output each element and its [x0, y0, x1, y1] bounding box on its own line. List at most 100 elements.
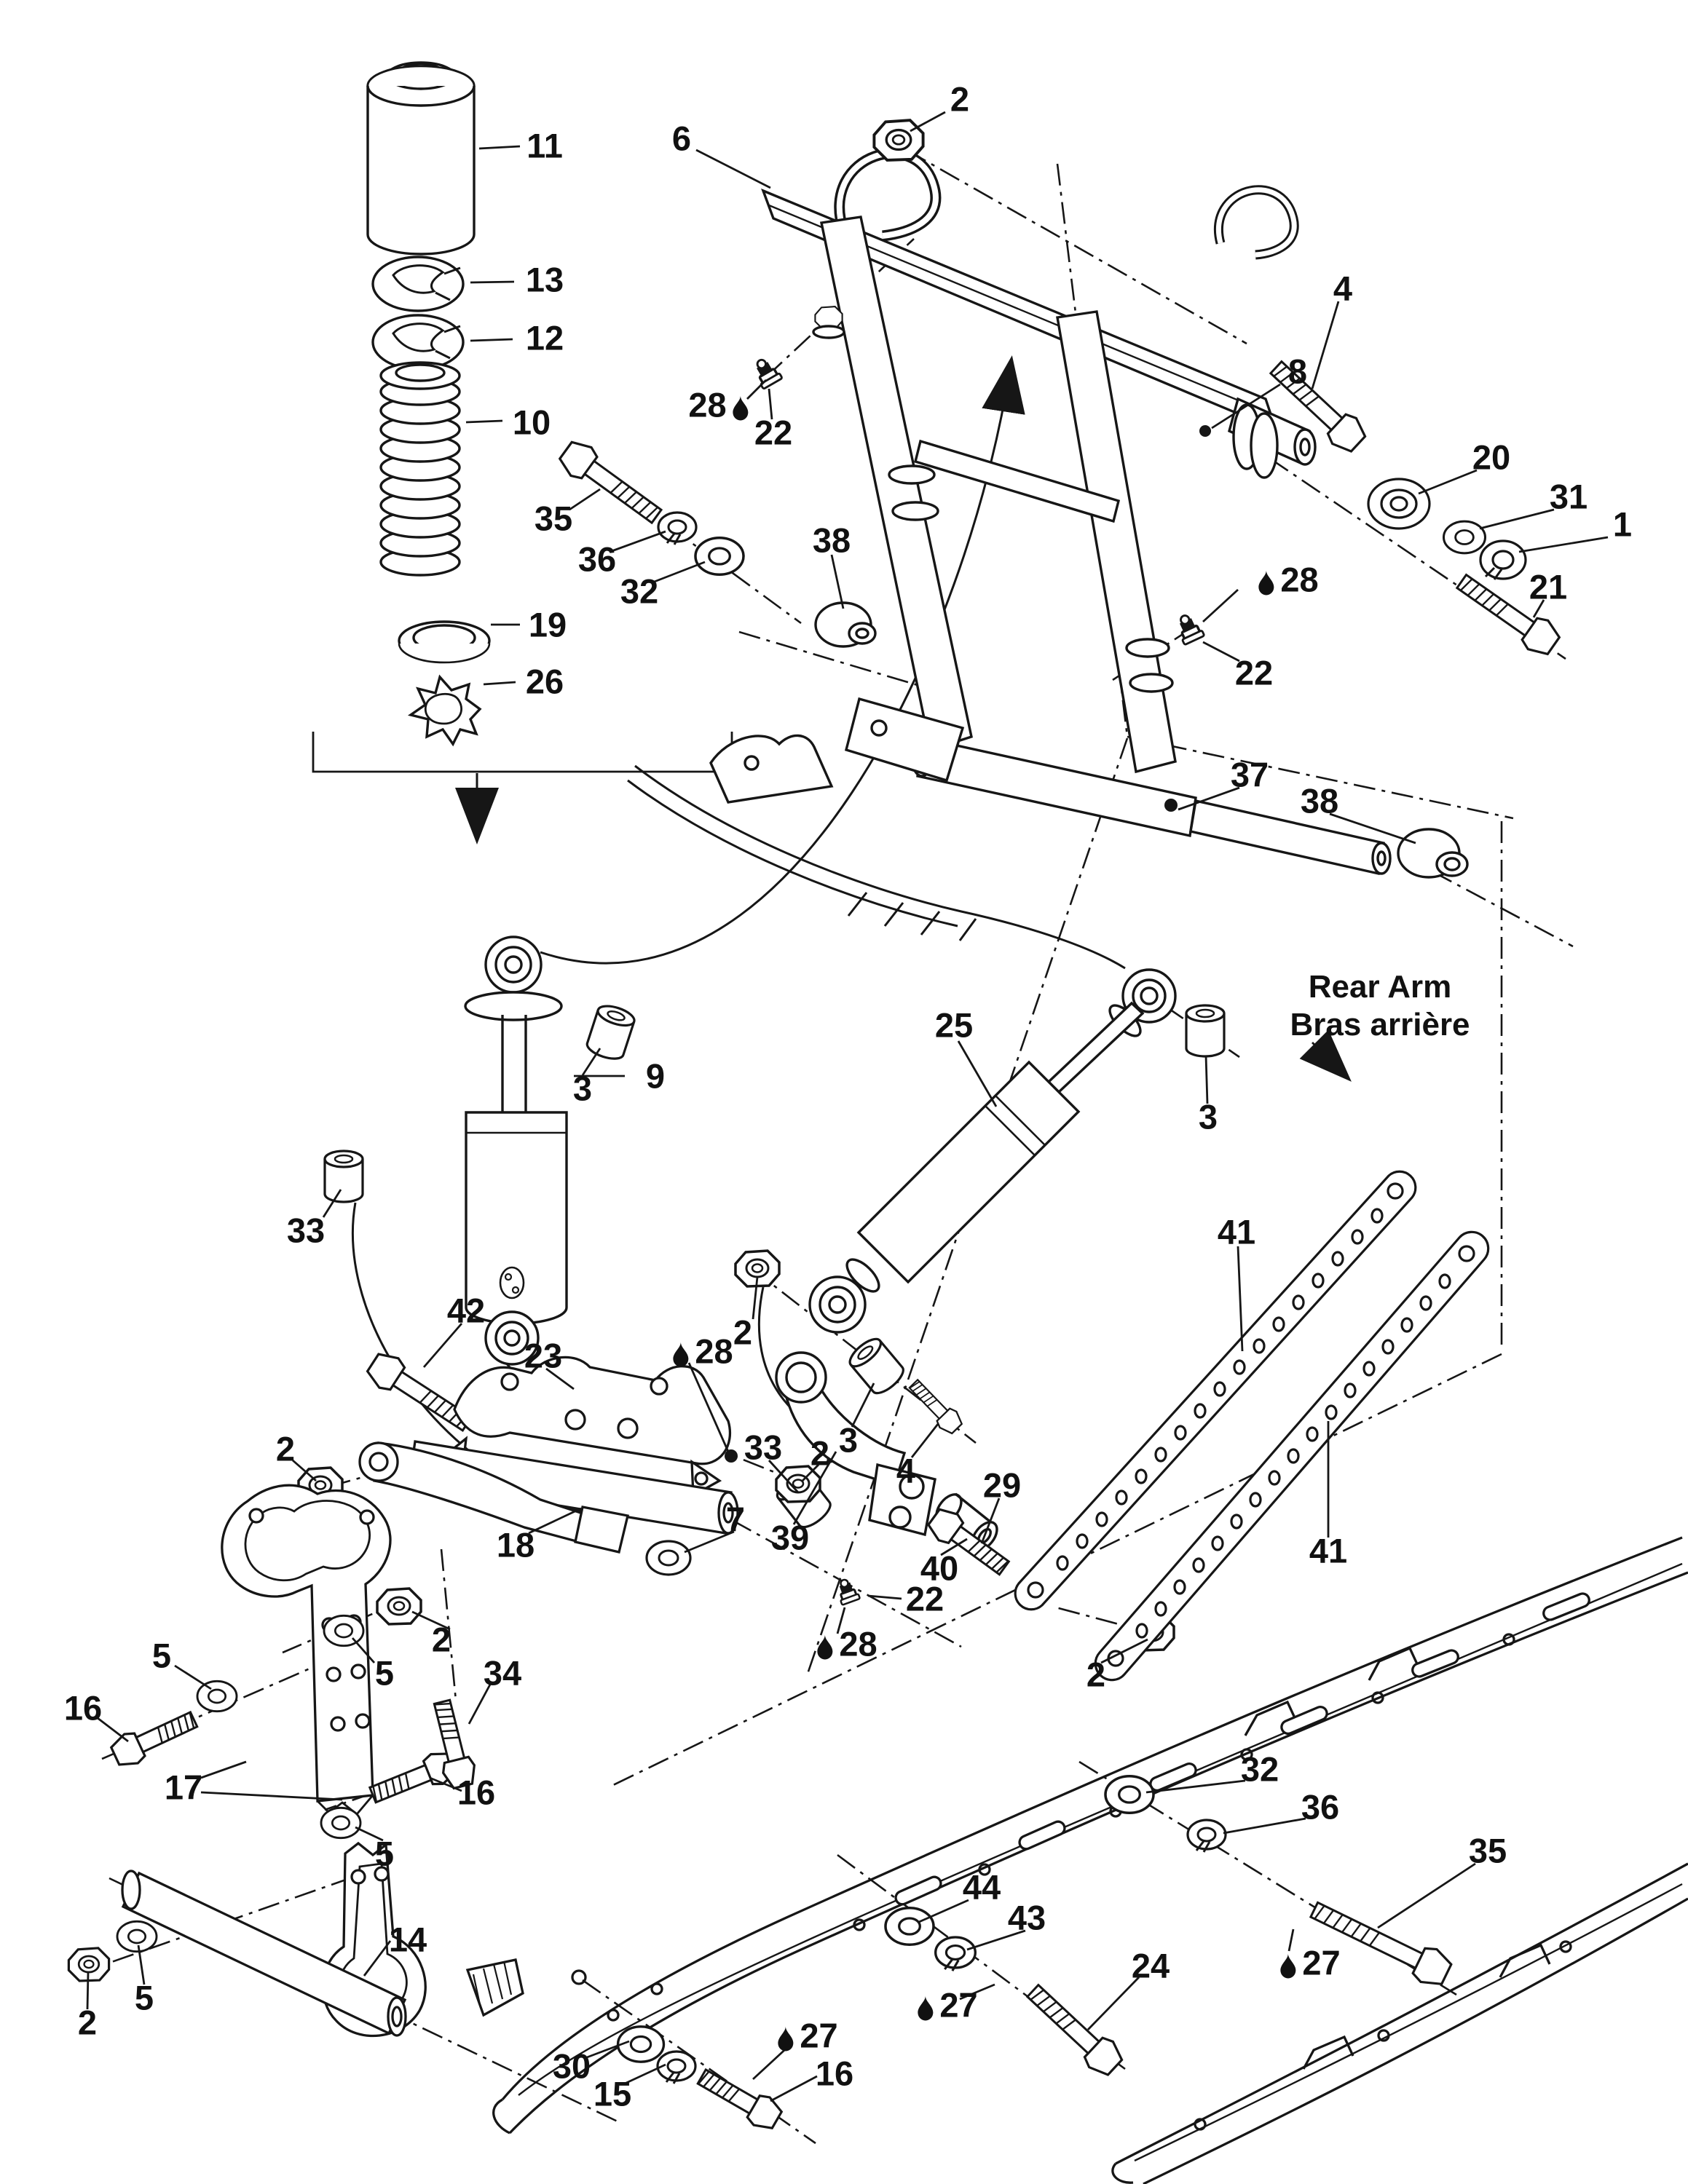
part-callout-16-53: 16: [457, 1776, 495, 1810]
part-number: 2: [431, 1620, 451, 1659]
part-callout-19-4: 19: [529, 608, 567, 642]
part-callout-2-48: 2: [432, 1623, 451, 1657]
cross-tube-14: [121, 1870, 407, 2037]
part-callout-34-58: 34: [484, 1656, 521, 1690]
oil-droplet-icon: [1256, 566, 1276, 595]
part-number: 22: [905, 1579, 944, 1618]
region-note: Rear Arm Bras arrière: [1290, 968, 1470, 1044]
part-callout-38-23: 38: [1301, 784, 1338, 818]
part-number: 25: [934, 1005, 974, 1045]
part-callout-36-68: 36: [1301, 1790, 1339, 1824]
part-callout-22-17: 22: [1235, 656, 1273, 690]
part-number: 43: [1007, 1898, 1046, 1937]
part-number: 5: [134, 1978, 154, 2017]
part-callout-22-9: 22: [754, 416, 792, 450]
part-callout-31-13: 31: [1550, 480, 1588, 514]
part-callout-2-57: 2: [78, 2006, 97, 2040]
part-number: 28: [695, 1332, 733, 1371]
part-number: 3: [1198, 1097, 1218, 1136]
part-callout-36-19: 36: [578, 542, 616, 577]
part-number: 28: [1280, 560, 1319, 599]
part-number: 10: [512, 403, 551, 442]
lock-washer-1: [1479, 539, 1527, 580]
part-number: 11: [526, 126, 563, 165]
part-number: 33: [286, 1211, 326, 1250]
pivot-arm-18: [358, 1440, 739, 1576]
part-callout-2-7: 2: [950, 82, 969, 116]
part-number: 36: [1301, 1787, 1340, 1827]
part-callout-11-0: 11: [526, 129, 563, 163]
oil-droplet-icon: [731, 392, 751, 420]
part-callout-30-59: 30: [553, 2049, 591, 2084]
part-callout-28-8: 28: [688, 388, 750, 422]
mount-bracket: [709, 734, 834, 804]
top-right-fasteners: [554, 119, 1565, 662]
part-number: 32: [1240, 1749, 1279, 1789]
oil-droplet-icon: [1278, 1950, 1298, 1978]
part-number: 41: [1217, 1212, 1256, 1251]
part-number: 38: [1300, 781, 1339, 820]
part-callout-4-10: 4: [1333, 272, 1352, 306]
part-callout-32-67: 32: [1241, 1752, 1279, 1787]
link-rocker-39: [772, 1351, 1175, 1652]
part-number: 40: [920, 1548, 959, 1588]
part-number: 38: [812, 521, 851, 560]
part-number: 27: [800, 2016, 838, 2055]
part-number: 2: [1086, 1655, 1106, 1694]
region-note-fr: Bras arrière: [1290, 1007, 1470, 1042]
part-number: 34: [483, 1653, 522, 1693]
part-callout-18-46: 18: [497, 1528, 535, 1562]
part-callout-5-50: 5: [152, 1639, 171, 1673]
part-callout-25-27: 25: [935, 1008, 973, 1042]
part-number: 9: [645, 1056, 666, 1096]
part-number: 4: [1333, 269, 1353, 308]
part-callout-1-14: 1: [1613, 507, 1632, 542]
cup-washer-20: [1367, 478, 1431, 530]
oil-droplet-icon: [915, 1992, 935, 2020]
part-number: 21: [1529, 567, 1568, 606]
part-callout-44-63: 44: [963, 1870, 1001, 1904]
part-number: 15: [593, 2074, 632, 2113]
part-callout-17-52: 17: [165, 1770, 202, 1805]
part-callout-24-65: 24: [1132, 1949, 1170, 1983]
part-callout-29-33: 29: [983, 1468, 1021, 1503]
arm-foot-bracket: [844, 697, 965, 783]
part-number: 26: [525, 662, 564, 701]
leader-dots: [725, 425, 1211, 1463]
rear-arm-6: [709, 148, 1469, 879]
part-callout-3-30: 3: [839, 1423, 858, 1457]
oil-droplet-icon: [815, 1631, 835, 1659]
strap-hangers-17: [67, 1484, 480, 2038]
part-callout-41-35: 41: [1309, 1534, 1347, 1568]
part-number: 28: [839, 1624, 877, 1663]
part-callout-39-41: 39: [771, 1521, 809, 1555]
part-callout-33-32: 33: [744, 1431, 782, 1465]
part-number: 27: [939, 1985, 978, 2025]
part-callout-9-25: 9: [646, 1059, 665, 1093]
part-number: 24: [1131, 1946, 1170, 1985]
part-number: 16: [457, 1773, 496, 1812]
part-number: 28: [688, 385, 727, 424]
part-callout-7-47: 7: [726, 1503, 745, 1537]
part-number: 35: [534, 499, 573, 538]
part-number: 5: [374, 1834, 395, 1873]
part-callout-21-15: 21: [1529, 570, 1567, 604]
part-callout-38-21: 38: [813, 523, 851, 558]
adjuster-strips-41: [1014, 1170, 1490, 1682]
part-number: 16: [815, 2054, 854, 2093]
part-number: 39: [770, 1518, 810, 1557]
part-callout-37-22: 37: [1231, 758, 1269, 792]
part-callout-5-56: 5: [135, 1981, 154, 2015]
part-number: 19: [528, 605, 567, 644]
part-number: 35: [1468, 1831, 1507, 1870]
region-note-en: Rear Arm: [1308, 969, 1452, 1005]
part-callout-33-26: 33: [287, 1214, 325, 1248]
part-number: 17: [164, 1768, 203, 1807]
part-callout-27-70: 27: [1278, 1946, 1341, 1980]
part-number: 2: [733, 1313, 753, 1352]
part-callout-20-12: 20: [1472, 440, 1510, 475]
part-callout-8-11: 8: [1288, 355, 1307, 389]
part-callout-28-44: 28: [815, 1627, 877, 1661]
part-callout-5-54: 5: [375, 1837, 394, 1871]
